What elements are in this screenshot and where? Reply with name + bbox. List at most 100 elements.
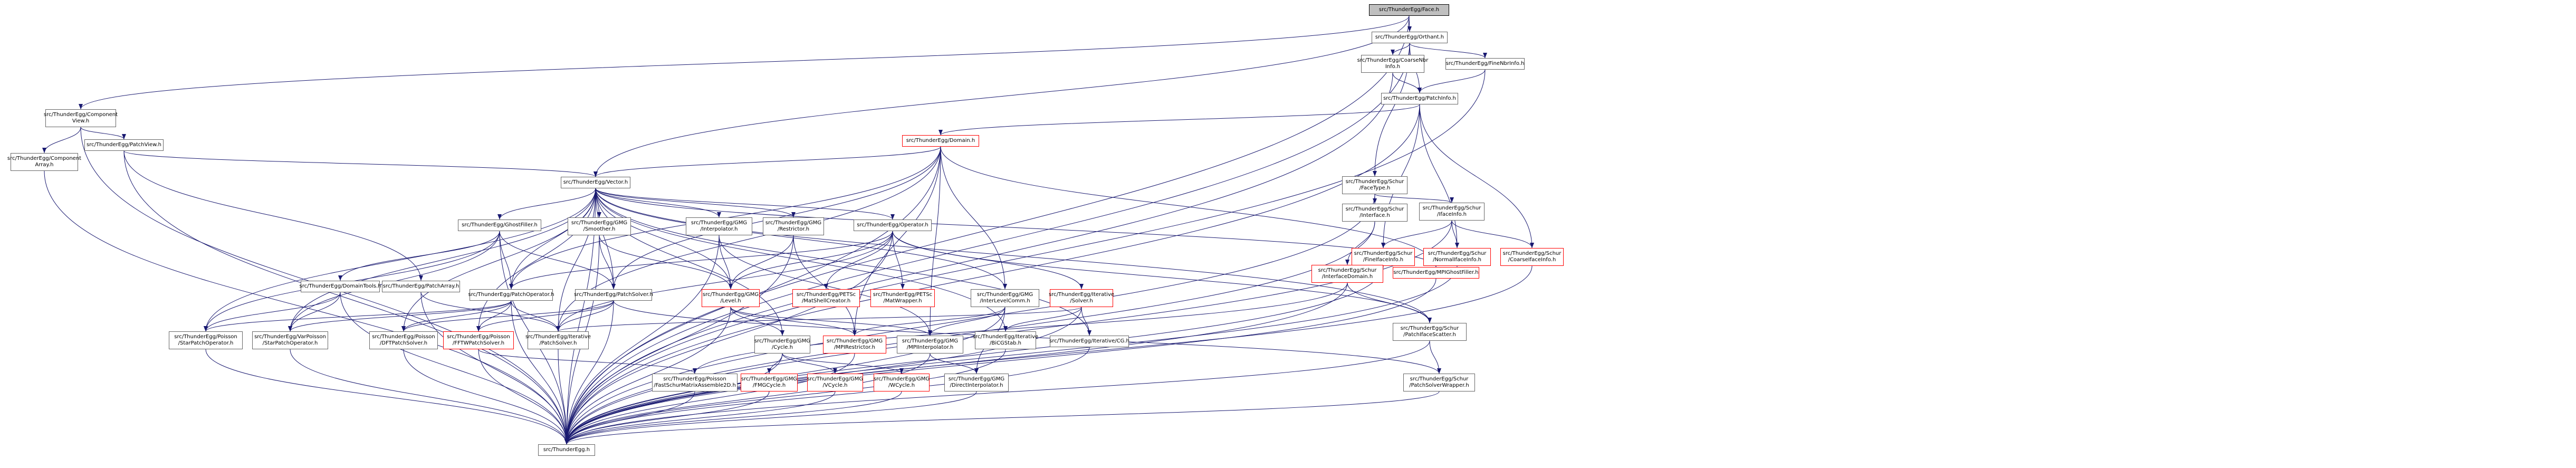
node-iterativepatch[interactable]: src/ThunderEgg/Iterative/PatchSolver.h: [525, 331, 591, 349]
node-schurpatchiface[interactable]: src/ThunderEgg/Schur/PatchIfaceScatter.h: [1393, 323, 1467, 341]
node-bicgstab[interactable]: src/ThunderEgg/Iterative/BiCGStab.h: [973, 331, 1038, 349]
node-mpighost[interactable]: src/ThunderEgg/MPIGhostFiller.h: [1393, 267, 1479, 279]
node-face[interactable]: src/ThunderEgg/Face.h: [1369, 4, 1449, 16]
edge-schurnormal-to-thunderegg: [564, 265, 1458, 445]
node-label: src/ThunderEgg/Orthant.h: [1375, 34, 1444, 40]
node-orthant[interactable]: src/ThunderEgg/Orthant.h: [1372, 32, 1448, 43]
node-label: src/ThunderEgg/Component: [43, 112, 118, 118]
node-patcharray[interactable]: src/ThunderEgg/PatchArray.h: [382, 281, 460, 292]
node-label: src/ThunderEgg/PETSc: [873, 292, 933, 298]
node-fastschur[interactable]: src/ThunderEgg/Poisson/FastSchurMatrixAs…: [652, 374, 738, 391]
node-label: src/ThunderEgg/GMG: [807, 376, 864, 382]
node-label: /NormalIfaceInfo.h: [1432, 257, 1482, 263]
node-iterativesolver[interactable]: src/ThunderEgg/Iterative/Solver.h: [1049, 289, 1114, 307]
node-label: src/ThunderEgg/Operator.h: [857, 222, 928, 228]
node-poissonstar[interactable]: src/ThunderEgg/Poisson/StarPatchOperator…: [169, 331, 243, 349]
node-label: src/ThunderEgg/GMG: [976, 292, 1033, 298]
node-fmgcycle[interactable]: src/ThunderEgg/GMG/FMGCycle.h: [741, 374, 798, 391]
node-schurface[interactable]: src/ThunderEgg/Schur/FaceType.h: [1342, 176, 1407, 194]
edge-vector-to-gmglevel: [595, 188, 733, 290]
node-label: View.h: [72, 118, 90, 124]
edge-gmgrestrictor-to-gmglevel: [729, 235, 794, 290]
edge-vector-to-operator: [595, 188, 895, 220]
edge-iterativesolver-to-bicgstab: [1003, 307, 1082, 332]
edge-gmglevel-to-thunderegg: [564, 307, 731, 445]
node-schurnormal[interactable]: src/ThunderEgg/Schur/NormalIfaceInfo.h: [1423, 248, 1491, 266]
node-varpoisson[interactable]: src/ThunderEgg/VarPoisson/StarPatchOpera…: [252, 331, 328, 349]
node-patchview[interactable]: src/ThunderEgg/PatchView.h: [84, 139, 164, 151]
edge-patchinfo-to-thunderegg: [564, 104, 1420, 445]
node-gmginterp[interactable]: src/ThunderEgg/GMG/Interpolator.h: [686, 217, 752, 235]
node-ghostfiller[interactable]: src/ThunderEgg/GhostFiller.h: [458, 219, 541, 231]
node-cg[interactable]: src/ThunderEgg/Iterative/CG.h: [1049, 336, 1129, 347]
node-schurcoarse[interactable]: src/ThunderEgg/Schur/CoarseIfaceInfo.h: [1500, 248, 1564, 266]
node-label: /MPIInterpolator.h: [906, 345, 954, 350]
node-label: src/ThunderEgg/PatchInfo.h: [1383, 95, 1456, 101]
node-patchsolver[interactable]: src/ThunderEgg/PatchSolver.h: [574, 289, 653, 301]
node-gmgrestrictor[interactable]: src/ThunderEgg/GMG/Restrictor.h: [763, 217, 824, 235]
node-thunderegg[interactable]: src/ThunderEgg.h: [538, 444, 595, 456]
node-label: /FFTWPatchSolver.h: [452, 340, 505, 346]
node-petscshell[interactable]: src/ThunderEgg/PETSc/MatShellCreator.h: [792, 289, 860, 307]
node-label: /DirectInterpolator.h: [950, 383, 1003, 388]
edge-vector-to-poissonstar: [204, 188, 596, 332]
edge-operator-to-patchop: [509, 231, 893, 290]
edge-gmglevel-to-gmgmpirestrictor: [730, 307, 857, 336]
edge-domaintools-to-varpoisson: [288, 292, 341, 332]
edge-patchinfo-to-schurnormal: [1419, 104, 1459, 249]
node-operator[interactable]: src/ThunderEgg/Operator.h: [854, 219, 932, 231]
node-label: /Interface.h: [1359, 213, 1390, 218]
edge-gmgcycle-to-vcycle: [782, 353, 837, 374]
node-gmglevel[interactable]: src/ThunderEgg/GMG/Level.h: [702, 289, 760, 307]
node-label: src/ThunderEgg/GMG: [754, 338, 811, 344]
node-label: /FineIfaceInfo.h: [1363, 257, 1404, 263]
node-petscmat[interactable]: src/ThunderEgg/PETSc/MatWrapper.h: [870, 289, 935, 307]
node-gmgsmoother[interactable]: src/ThunderEgg/GMG/Smoother.h: [568, 217, 631, 235]
edge-fmgcycle-to-thunderegg: [564, 391, 770, 445]
node-vcycle[interactable]: src/ThunderEgg/GMG/VCycle.h: [807, 374, 863, 391]
edge-comparray-to-thunderegg: [44, 170, 569, 445]
node-schursolverwrapper[interactable]: src/ThunderEgg/Schur/PatchSolverWrapper.…: [1403, 374, 1475, 391]
node-label: src/ThunderEgg/Poisson: [372, 334, 435, 340]
node-patchinfo[interactable]: src/ThunderEgg/PatchInfo.h: [1381, 93, 1458, 104]
edge-vector-to-gmgcycle: [595, 188, 784, 336]
node-label: src/ThunderEgg/PatchSolver.h: [574, 292, 653, 298]
node-schurifacedomain[interactable]: src/ThunderEgg/Schur/InterfaceDomain.h: [1311, 265, 1383, 283]
node-poissonfftw[interactable]: src/ThunderEgg/Poisson/FFTWPatchSolver.h: [443, 331, 514, 349]
node-label: src/ThunderEgg/Vector.h: [563, 179, 628, 185]
node-schurfine[interactable]: src/ThunderEgg/Schur/FineIfaceInfo.h: [1352, 248, 1415, 266]
node-schuriface[interactable]: src/ThunderEgg/Schur/Interface.h: [1342, 204, 1407, 222]
node-gmginterlevel[interactable]: src/ThunderEgg/GMG/InterLevelComm.h: [971, 289, 1039, 307]
edge-patcharray-to-thunderegg: [420, 292, 569, 445]
node-schurifaceinfo[interactable]: src/ThunderEgg/Schur/IfaceInfo.h: [1419, 203, 1485, 221]
edge-orthant-to-finenbr: [1409, 43, 1487, 59]
node-wcycle[interactable]: src/ThunderEgg/GMG/WCycle.h: [874, 374, 930, 391]
node-label: /IfaceInfo.h: [1437, 212, 1467, 217]
edge-gmgcycle-to-wcycle: [782, 353, 904, 374]
node-label: src/ThunderEgg/Domain.h: [906, 138, 975, 144]
node-label: src/ThunderEgg/Poisson: [174, 334, 237, 340]
node-label: /StarPatchOperator.h: [262, 340, 318, 346]
node-vector[interactable]: src/ThunderEgg/Vector.h: [561, 177, 630, 188]
node-finenbr[interactable]: src/ThunderEgg/FineNbrInfo.h: [1445, 58, 1525, 70]
edge-wcycle-to-thunderegg: [564, 391, 902, 445]
edge-varpoisson-to-thunderegg: [290, 349, 569, 445]
edge-patchop-to-poissondft: [401, 300, 512, 332]
node-domaintools[interactable]: src/ThunderEgg/DomainTools.h: [299, 281, 381, 292]
node-label: src/ThunderEgg/PatchOperator.h: [468, 292, 554, 298]
edge-gmgsmoother-to-gmglevel: [599, 235, 733, 290]
node-label: src/ThunderEgg/GMG: [902, 338, 959, 344]
node-gmgcycle[interactable]: src/ThunderEgg/GMG/Cycle.h: [754, 336, 810, 354]
node-patchop[interactable]: src/ThunderEgg/PatchOperator.h: [468, 289, 554, 301]
node-gmgmpiinterp[interactable]: src/ThunderEgg/GMG/MPIInterpolator.h: [897, 336, 963, 354]
node-label: src/ThunderEgg/DomainTools.h: [299, 283, 381, 289]
node-domain[interactable]: src/ThunderEgg/Domain.h: [902, 135, 979, 147]
edge-compview-to-patchview: [80, 127, 126, 140]
node-poissondft[interactable]: src/ThunderEgg/Poisson/DFTPatchSolver.h: [369, 331, 438, 349]
node-label: /MPIRestrictor.h: [834, 345, 875, 350]
node-gmgmpirestrictor[interactable]: src/ThunderEgg/GMG/MPIRestrictor.h: [823, 336, 886, 354]
node-directinterp[interactable]: src/ThunderEgg/GMG/DirectInterpolator.h: [944, 374, 1009, 391]
